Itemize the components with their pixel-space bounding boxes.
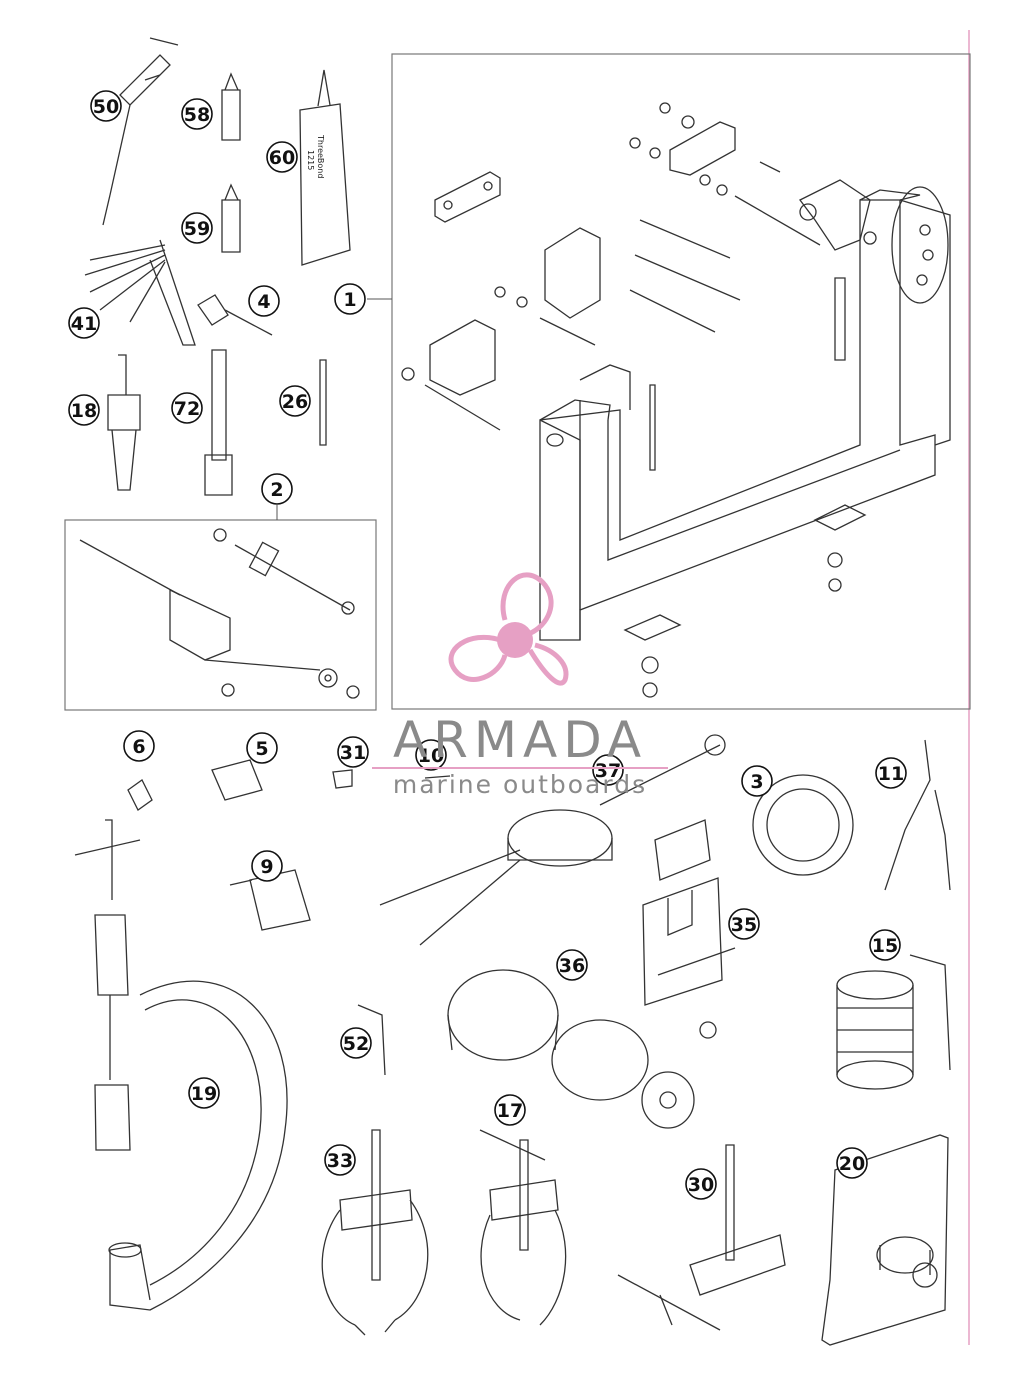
- svg-text:15: 15: [872, 935, 898, 957]
- tube-label-line2: 1215: [306, 150, 315, 170]
- callout-15: 15: [869, 929, 901, 961]
- svg-text:20: 20: [839, 1153, 865, 1175]
- callout-60: 60: [266, 141, 298, 173]
- svg-text:4: 4: [257, 291, 270, 313]
- armada-watermark: ARMADA marine outboards: [300, 715, 740, 797]
- callout-41: 41: [68, 307, 100, 339]
- frame-tool-1: [391, 53, 971, 710]
- svg-text:60: 60: [269, 147, 295, 169]
- brand-divider: [372, 767, 668, 769]
- callout-5: 5: [246, 732, 278, 764]
- svg-text:59: 59: [184, 218, 210, 240]
- engine-stand-drawing: [401, 102, 951, 698]
- callout-labels: 50 58 60 59 41 4 1 18 72 26 2 6 5 31 10 …: [68, 90, 907, 1200]
- svg-text:10: 10: [418, 745, 444, 767]
- svg-text:11: 11: [878, 763, 904, 785]
- callout-19: 19: [188, 1077, 220, 1109]
- propeller-logo-icon: [448, 572, 569, 686]
- callout-10: 10: [415, 739, 447, 771]
- svg-text:17: 17: [497, 1100, 523, 1122]
- callout-31: 31: [337, 736, 369, 768]
- frame-tool-2: [64, 519, 377, 711]
- callout-17: 17: [494, 1094, 526, 1126]
- callout-2: 2: [261, 473, 293, 505]
- svg-text:36: 36: [559, 955, 585, 977]
- svg-text:72: 72: [174, 398, 200, 420]
- brand-name: ARMADA: [392, 711, 648, 769]
- svg-text:35: 35: [731, 914, 757, 936]
- svg-text:31: 31: [340, 742, 366, 764]
- callout-18: 18: [68, 394, 100, 426]
- puller-set-drawing: [79, 528, 360, 699]
- brand-tagline: marine outboards: [392, 770, 648, 799]
- svg-text:2: 2: [270, 479, 283, 501]
- svg-text:30: 30: [688, 1174, 714, 1196]
- callout-9: 9: [251, 850, 283, 882]
- callout-59: 59: [181, 212, 213, 244]
- callout-4: 4: [248, 285, 280, 317]
- svg-text:3: 3: [750, 771, 763, 793]
- svg-text:52: 52: [343, 1033, 369, 1055]
- callout-26: 26: [279, 385, 311, 417]
- svg-text:37: 37: [595, 760, 621, 782]
- callout-33: 33: [324, 1144, 356, 1176]
- svg-text:5: 5: [255, 738, 268, 760]
- svg-text:26: 26: [282, 391, 308, 413]
- callout-52: 52: [340, 1027, 372, 1059]
- svg-text:1: 1: [343, 289, 356, 311]
- callout-20: 20: [836, 1147, 868, 1179]
- svg-text:41: 41: [71, 313, 97, 335]
- svg-text:33: 33: [327, 1150, 353, 1172]
- callout-3: 3: [741, 765, 773, 797]
- svg-text:58: 58: [184, 104, 210, 126]
- svg-text:6: 6: [132, 736, 145, 758]
- svg-text:50: 50: [93, 96, 119, 118]
- callout-1: 1: [334, 283, 366, 315]
- callout-37: 37: [592, 754, 624, 786]
- small-tools-drawing: [84, 37, 351, 496]
- callout-50: 50: [90, 90, 122, 122]
- callout-72: 72: [171, 392, 203, 424]
- svg-text:19: 19: [191, 1083, 217, 1105]
- bottom-tools-drawing: [74, 734, 951, 1346]
- callout-11: 11: [875, 757, 907, 789]
- callout-35: 35: [728, 908, 760, 940]
- callout-36: 36: [556, 949, 588, 981]
- callout-58: 58: [181, 98, 213, 130]
- svg-text:9: 9: [260, 856, 273, 878]
- callout-6: 6: [123, 730, 155, 762]
- svg-text:18: 18: [71, 400, 97, 422]
- tube-label-line1: ThreeBond: [316, 134, 325, 178]
- callout-30: 30: [685, 1168, 717, 1200]
